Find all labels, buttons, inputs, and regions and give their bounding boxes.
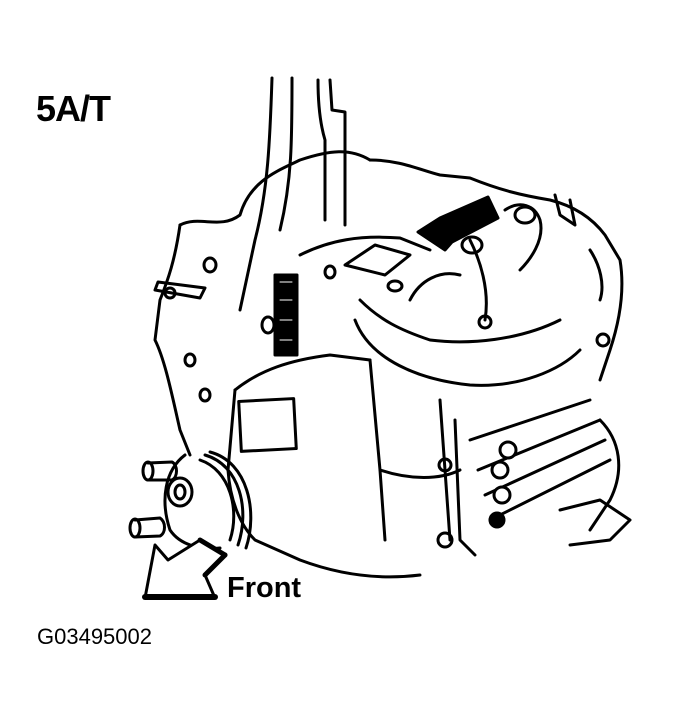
figure-id: G03495002 bbox=[37, 624, 152, 649]
top-components bbox=[298, 235, 582, 387]
lower-case bbox=[226, 353, 477, 579]
pulley-assembly bbox=[128, 450, 253, 550]
front-direction-label: Front bbox=[227, 572, 302, 604]
hatched-bracket bbox=[260, 273, 299, 357]
bell-housing bbox=[153, 150, 372, 457]
upper-case bbox=[368, 158, 624, 382]
pipes bbox=[238, 76, 347, 312]
pointer-arrow bbox=[416, 195, 500, 252]
figure-title: 5A/T bbox=[36, 88, 111, 129]
front-arrow-icon bbox=[142, 537, 228, 600]
cooler-tubes bbox=[468, 398, 632, 547]
